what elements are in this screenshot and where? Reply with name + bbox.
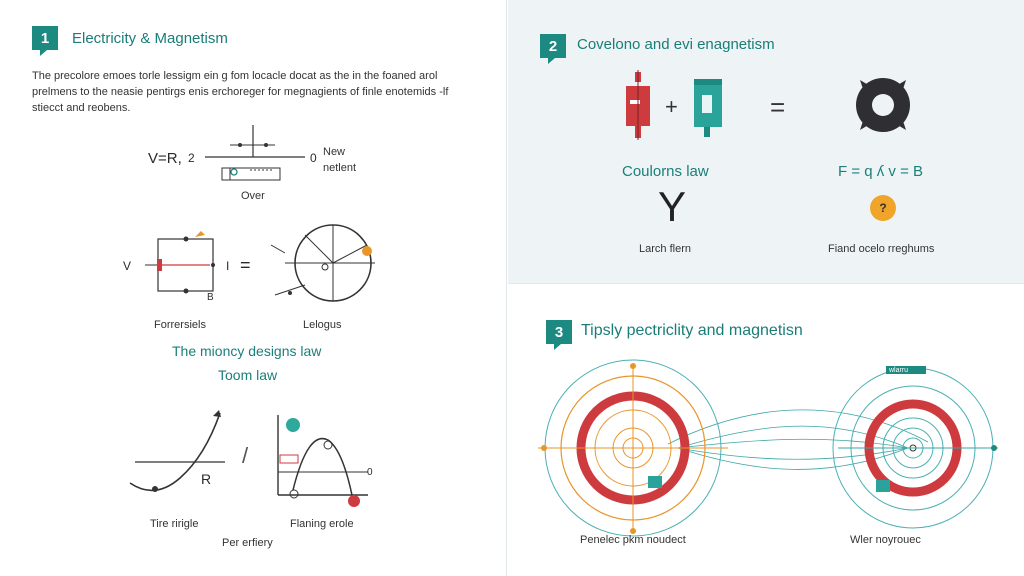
top-tag: wlarru (889, 367, 909, 374)
law-heading-1: The mioncy designs law (172, 343, 322, 359)
section-number-badge: 1 (32, 26, 58, 56)
left-caption-2: Larch flern (639, 243, 691, 255)
left-caption-3: Penelec pkm noudect (580, 534, 686, 546)
formula-label: F = q ʎ v = B (838, 163, 924, 180)
new-label: New (323, 146, 346, 158)
curve-graph (129, 410, 225, 492)
circuit-b-label: B (207, 292, 214, 303)
dark-gear-icon (856, 78, 910, 132)
equation-label: V=R, (148, 150, 182, 167)
right-caption-3: Wler noyrouec (850, 534, 921, 546)
slash-separator: / (242, 443, 249, 468)
circle-field-diagram (270, 224, 375, 302)
equals-sign-2: = (770, 92, 786, 122)
panel-coulomb: 2 Covelono and evi enagnetism + = Coulor… (508, 0, 1024, 284)
red-component-icon (626, 70, 650, 140)
fig3-right-label: Flaning erole (290, 518, 354, 530)
section-number-badge-3: 3 (546, 320, 572, 350)
panel-electricity-magnetism: 1 Electricity & Magnetism The precolore … (0, 0, 507, 576)
magnetic-field-diagram (538, 359, 998, 537)
fig-left-label: Forrersiels (154, 319, 206, 331)
section-title: Electricity & Magnetism (72, 30, 228, 47)
netlent-label: netlent (323, 162, 357, 174)
graph-r-label: R (201, 471, 212, 487)
horizontal-divider (508, 283, 1024, 284)
right-caption-2: Fiand ocelo rreghums (828, 243, 935, 255)
circuit-diagram (145, 231, 215, 294)
coulomb-law-label: Coulorns law (622, 163, 709, 180)
law-heading-2: Toom law (218, 367, 278, 383)
plus-sign: + (665, 94, 678, 119)
parabola-graph (277, 415, 368, 507)
bottom-label: Per erfiery (222, 537, 273, 549)
panel-magnetic-fields: 3 Tipsly pectriclity and magnetisn (508, 284, 1024, 576)
section-number-badge-2: 2 (540, 34, 566, 64)
equals-sign: = (240, 255, 251, 275)
graph-zero-label: 0 (367, 467, 373, 478)
y-glyph: Y (658, 183, 687, 230)
section-title-2: Covelono and evi enagnetism (577, 36, 775, 53)
over-label: Over (241, 190, 265, 202)
vertical-divider (506, 0, 507, 576)
section-title-3: Tipsly pectriclity and magnetisn (581, 322, 803, 339)
circuit-i-label: I (226, 259, 230, 273)
intro-paragraph: The precolore emoes torle lessigm ein g … (32, 70, 449, 114)
equation-zero: 0 (310, 151, 317, 165)
teal-component-icon (694, 79, 722, 137)
fig-right-label: Lelogus (303, 319, 342, 331)
equation-two: 2 (188, 151, 195, 165)
question-badge: ? (870, 195, 896, 221)
equation-diagram (205, 125, 305, 181)
circuit-v-label: V (123, 259, 132, 273)
fig3-left-label: Tire ririgle (150, 518, 199, 530)
